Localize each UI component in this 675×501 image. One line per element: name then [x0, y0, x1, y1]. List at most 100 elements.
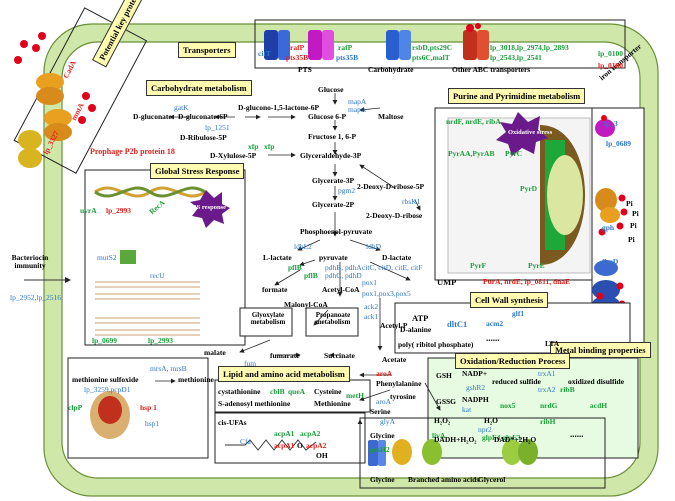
- ldhD-label: ldhD: [366, 242, 381, 251]
- poly-ribitol-label: poly( ribitol phosphate): [398, 340, 474, 349]
- oxidative-stress-label: Oxidative stress: [508, 129, 553, 136]
- citC-label: citC, citD, citE, citF: [362, 263, 423, 272]
- sos-response-label: SOS response: [188, 204, 226, 211]
- purine-title: Purine and Pyrimidine metabolism: [448, 88, 586, 104]
- methionine-2: Methionine: [314, 399, 351, 408]
- aroA-red-label: aroA: [376, 369, 393, 378]
- gssg-label: GSSG: [436, 397, 457, 406]
- o-label: O: [297, 441, 303, 450]
- aroA-blue-label: aroA: [376, 397, 391, 406]
- ump-label: UMP: [437, 277, 457, 287]
- pflB-2: pflB: [304, 271, 318, 280]
- d-gluconate: D-gluconate: [133, 112, 172, 121]
- lp3018-label: lp_3018,lp_2974,lp_2893: [490, 43, 569, 52]
- queA-label: queA: [288, 387, 306, 396]
- bacteriocin-label: Bacteriocin immunity: [11, 253, 49, 270]
- abc-transporter: [463, 30, 477, 60]
- pyrC-label: PyrC: [505, 149, 523, 158]
- glyoxylate-box: [239, 307, 293, 337]
- glyA-label: glyA: [380, 417, 395, 426]
- trxA2-label: trxA2: [538, 385, 556, 394]
- glpF-label: glpF4 glpF3: [482, 433, 521, 442]
- stress-title: Global Stress Response: [150, 163, 245, 179]
- acetyl-p: Acetyl-P: [380, 321, 408, 330]
- glyceraldehyde-3p: Glyceraldehyde-3P: [300, 151, 362, 160]
- d-ribulose-5p: D-Ribulose-5P: [180, 133, 227, 142]
- npr2-label: npr2: [478, 425, 492, 434]
- mrsA-label: mrsA, mrsB: [150, 364, 187, 373]
- fhuD-label: fhuD: [602, 257, 619, 266]
- pox-multi-label: pox1,pox3,pox5: [362, 289, 411, 298]
- pflB-1: pflB: [288, 263, 302, 272]
- glucose: Glucose: [318, 85, 344, 94]
- pts6C-label: pts6C,malT: [412, 53, 450, 62]
- phosphoenol-pyruvate: Phosphoenol-pyruvate: [300, 227, 373, 236]
- h2o2-label: H₂O₂: [434, 416, 451, 425]
- l-lactate: L-lactate: [263, 253, 292, 262]
- pdhB-label: pdhB, pdhA: [325, 263, 362, 272]
- hsp1-red-label: hsp 1: [140, 403, 157, 412]
- cell-wall-dots: ......: [486, 333, 500, 343]
- pi-label-2: Pi: [632, 209, 639, 218]
- lp2952-label: lp_2952,lp_2516: [10, 293, 62, 302]
- nadph-label: NADPH: [462, 395, 489, 404]
- cis-ufas-label: cis-UFAs: [218, 418, 247, 427]
- d-alanine-label: D-alanine: [400, 325, 432, 334]
- nadp-plus-label: NADP+: [462, 369, 488, 378]
- ack2-label: ack2: [364, 302, 379, 311]
- rsbD-label: rsbD,pts29C: [412, 43, 453, 52]
- rafP-green-label: rafP: [338, 43, 353, 52]
- gatK-label: gatK: [174, 103, 189, 112]
- d-xylulose-5p: D-Xylulose-5P: [210, 151, 257, 160]
- h2o-label: H₂O: [484, 416, 498, 425]
- acpA1-red-label: acpA1: [274, 441, 295, 450]
- prophage-label: Prophage P2b protein 18: [90, 147, 175, 156]
- pts35B-blue-label: pts35B: [336, 53, 359, 62]
- methionine-sulfoxide: methionine sulfoxide: [72, 375, 139, 384]
- gshR2-label: gshR2: [466, 383, 486, 392]
- fum-label: fum: [244, 359, 257, 368]
- pyrAA-label: PyrAA,PyrAB: [448, 149, 495, 158]
- branched-label: Branched amino acids: [408, 475, 480, 484]
- lp0100-red-label: lp_0100: [598, 61, 624, 70]
- metal-title: Metal binding properties: [550, 342, 651, 358]
- nrdG-label: nrdG: [540, 401, 558, 410]
- nrdF-label: nrdF, nrdE, ribA: [446, 117, 501, 126]
- redox-title: Oxidation/Reduction Process: [455, 353, 571, 369]
- malonyl-coa: Malonyl-CoA: [284, 300, 328, 309]
- maltose: Maltose: [378, 112, 404, 121]
- carbohydrate-label: Carbohydrate: [368, 65, 414, 74]
- pts-transporter: [308, 30, 322, 60]
- oxidized-disulfide-label: oxidized disulfide: [568, 377, 625, 386]
- pyruvate: pyruvate: [319, 253, 348, 262]
- glycerate-3p: Glycerate-3P: [312, 176, 355, 185]
- lp0100-green-label: lp_0100: [598, 49, 624, 58]
- ldhL2-label: ldhL2: [294, 242, 312, 251]
- cystathionine-label: cystathionine: [218, 387, 261, 396]
- oh-label: OH: [316, 451, 328, 460]
- other-abc-label: Other ABC transporters: [452, 65, 531, 74]
- lp2993-green-label: lp_2993: [148, 336, 174, 345]
- pdhC-label: pdhC, pdhD: [325, 271, 362, 280]
- transporters-title: Transporters: [178, 42, 236, 58]
- rbsK1-label: rbsK1: [402, 197, 421, 206]
- acpA2-green-label: acpA2: [300, 429, 321, 438]
- ufa-box: [214, 412, 366, 464]
- dad-label: DAD⁺+2H₂O: [494, 435, 537, 444]
- livA-label: livA: [432, 431, 446, 440]
- mapA-2: mapA: [348, 105, 367, 114]
- acetyl-coa: Acetyl-CoA: [322, 285, 360, 294]
- methionine-box: [67, 357, 209, 459]
- pi-label-4: Pi: [628, 235, 635, 244]
- lipid-title: Lipid and amino acid metabolism: [218, 366, 350, 382]
- deoxyribose-5p: 2-Deoxy-D-ribose-5P: [357, 182, 425, 191]
- atp-label: ATP: [412, 313, 429, 323]
- mapA-1: mapA: [348, 97, 367, 106]
- lp1251-label: lp_1251: [205, 123, 230, 132]
- pgm2-label: pgm2: [338, 186, 356, 195]
- cblB-label: cblB: [270, 387, 285, 396]
- pi-label-1: Pi: [626, 199, 633, 208]
- redox-dots: ......: [570, 429, 584, 439]
- acm2-label: acm2: [486, 319, 504, 328]
- lp2993-red-label: lp_2993: [106, 206, 132, 215]
